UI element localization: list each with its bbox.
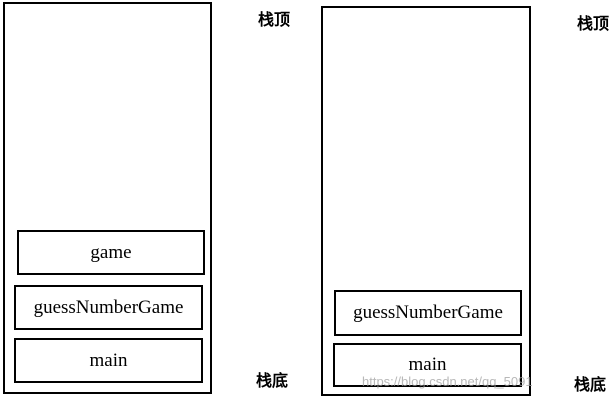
left-stack-container	[3, 2, 212, 394]
left-stack-frame-main: main	[14, 338, 203, 383]
left-stack-top-label: 栈顶	[258, 10, 291, 29]
left-stack-bottom-label: 栈底	[256, 371, 289, 390]
right-stack-frame-main: main	[333, 343, 522, 387]
right-stack-bottom-label: 栈底	[574, 375, 607, 394]
right-stack-frame-guessnumbergame: guessNumberGame	[334, 290, 522, 336]
right-stack-container	[321, 6, 531, 396]
left-stack-frame-game: game	[17, 230, 205, 275]
watermark-text: https://blog.csdn.net/qq_5091	[362, 374, 533, 389]
left-stack-frame-guessnumbergame: guessNumberGame	[14, 285, 203, 330]
right-stack-top-label: 栈顶	[577, 14, 610, 33]
